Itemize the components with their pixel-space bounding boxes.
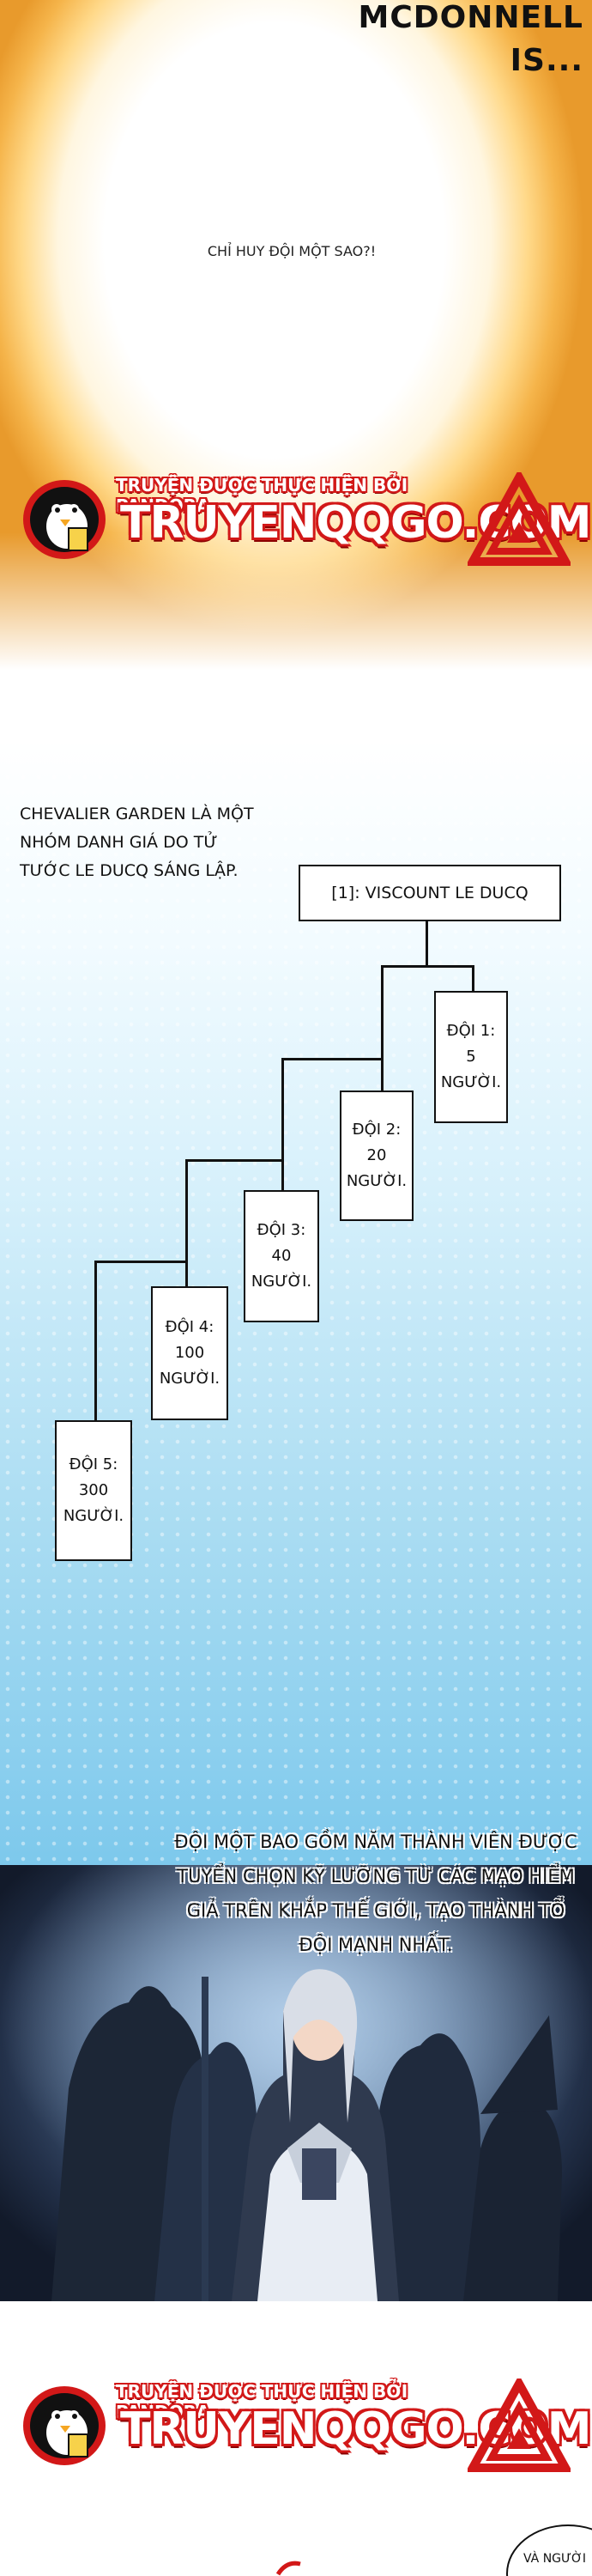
org-root-box: [1]: VISCOUNT LE DUCQ xyxy=(299,865,561,921)
watermark-banner: TRUYỆN ĐƯỢC THỰC HIỆN BỞI PANDORA TRUYEN… xyxy=(0,459,592,571)
watermark-top-text: TRUYỆN ĐƯỢC THỰC HIỆN BỞI PANDORA xyxy=(116,2381,408,2422)
sfx-text-line2: IS... xyxy=(510,43,583,78)
speech-bubble-text: VÀ NGƯỜI xyxy=(523,2552,586,2566)
watermark-site-text: TRUYENQQGO.COM xyxy=(120,497,591,549)
panel-golden-burst xyxy=(0,0,592,670)
sfx-text-line1: MCDONNELL xyxy=(358,0,583,35)
triangle-logo-icon xyxy=(468,472,571,566)
penguin-logo-icon xyxy=(23,2386,106,2465)
triangle-logo-icon xyxy=(468,2379,571,2472)
dialog-text: CHỈ HUY ĐỘI MỘT SAO?! xyxy=(207,243,377,259)
watermark-top-text: TRUYỆN ĐƯỢC THỰC HIỆN BỞI PANDORA xyxy=(116,475,408,516)
speech-bubble xyxy=(506,2524,592,2576)
red-stroke-mark xyxy=(275,2561,301,2576)
caption-chevalier-garden: CHEVALIER GARDEN LÀ MỘT NHÓM DANH GIÁ DO… xyxy=(20,805,254,880)
watermark-site-text: TRUYENQQGO.COM xyxy=(120,2403,591,2455)
org-root-label: [1]: VISCOUNT LE DUCQ xyxy=(331,884,529,902)
watermark-banner-bottom: TRUYỆN ĐƯỢC THỰC HIỆN BỞI PANDORA TRUYEN… xyxy=(0,2366,592,2477)
penguin-logo-icon xyxy=(23,480,106,559)
panel-org-chart: CHEVALIER GARDEN LÀ MỘT NHÓM DANH GIÁ DO… xyxy=(0,738,592,1872)
caption-team-one: ĐỘI MỘT BAO GỒM NĂM THÀNH VIÊN ĐƯỢC TUYỂ… xyxy=(174,1832,577,1955)
party-silhouettes-illustration xyxy=(0,1865,592,2301)
panel-party-illustration xyxy=(0,1865,592,2301)
